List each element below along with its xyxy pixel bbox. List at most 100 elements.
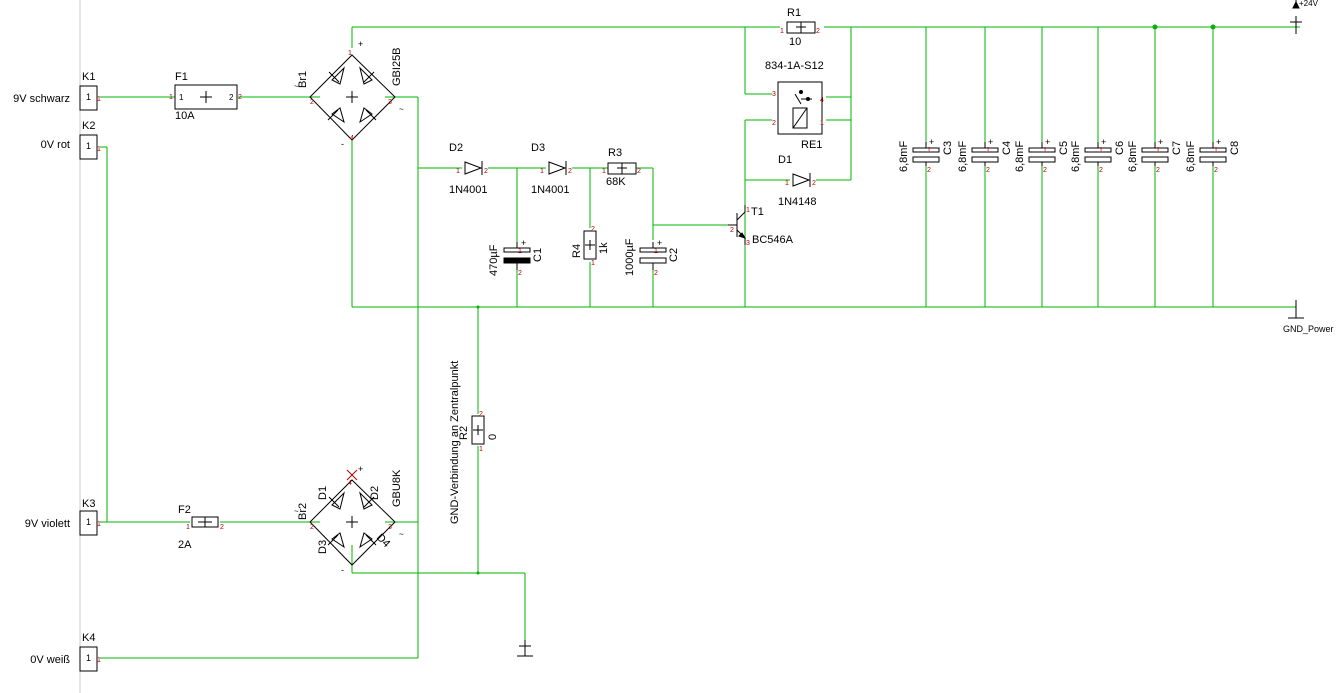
br1-tilde-left: ~ — [294, 82, 299, 91]
br1-minus: - — [341, 139, 344, 149]
r4-ref: R4 — [571, 244, 583, 258]
re1-ref: RE1 — [801, 139, 822, 151]
svg-text:+: + — [1101, 137, 1106, 147]
k4-ref: K4 — [82, 632, 95, 644]
c4-value: 6,8mF — [957, 141, 969, 172]
gnd-note: GND-Verbindung an Zentralpunkt — [449, 361, 461, 524]
c3-ref: C3 — [942, 141, 954, 155]
svg-text:1: 1 — [456, 168, 460, 175]
resistor-r3: 1 2 R3 68K — [602, 147, 641, 188]
relay-re1: 3 4 2 1 834-1A-S12 RE1 — [765, 60, 824, 151]
c7-ref: C7 — [1171, 141, 1183, 155]
svg-text:1: 1 — [780, 28, 784, 35]
br2-d4: D4 — [374, 532, 392, 550]
svg-text:2: 2 — [986, 167, 990, 174]
svg-text:2: 2 — [1214, 167, 1218, 174]
c2-value: 1000µF — [624, 238, 636, 276]
svg-text:1: 1 — [785, 180, 789, 187]
c2-plus: + — [657, 238, 662, 248]
wires — [100, 26, 1300, 659]
svg-text:1: 1 — [746, 207, 750, 214]
d1-value: 1N4148 — [778, 196, 817, 208]
f2-value: 2A — [178, 539, 192, 551]
svg-text:1: 1 — [179, 93, 184, 102]
capacitor-c7: + 12 6,8mF C7 — [1127, 137, 1183, 174]
supply-label: +24V — [1299, 0, 1319, 8]
capacitor-c3: + 12 6,8mF C3 — [898, 137, 954, 174]
svg-text:3: 3 — [772, 91, 776, 98]
junctions — [476, 24, 1216, 575]
diode-d2: 1 2 D2 1N4001 — [449, 142, 488, 196]
k3-ref: K3 — [82, 498, 95, 510]
c2-ref: C2 — [668, 248, 680, 262]
f1-value: 10A — [175, 110, 195, 122]
c4-ref: C4 — [1001, 141, 1013, 155]
svg-text:1: 1 — [86, 92, 91, 102]
svg-text:2: 2 — [238, 94, 242, 101]
svg-text:2: 2 — [220, 524, 224, 531]
ground-label: GND_Power — [1283, 324, 1334, 334]
c8-ref: C8 — [1229, 141, 1241, 155]
svg-text:2: 2 — [730, 227, 734, 234]
svg-text:2: 2 — [229, 93, 234, 102]
f1-ref: F1 — [175, 71, 188, 83]
c8-value: 6,8mF — [1185, 141, 1197, 172]
c5-value: 6,8mF — [1014, 141, 1026, 172]
br2-plus: + — [358, 464, 363, 474]
resistor-r4: 2 1 R4 1k — [571, 226, 610, 267]
svg-text:1: 1 — [97, 521, 101, 528]
br1-part: GBI25B — [391, 47, 403, 86]
bridge-br1: 1 2 3 4 + - ~ ~ Br1 GBI25B — [294, 39, 404, 149]
svg-text:2: 2 — [310, 524, 314, 531]
svg-text:2: 2 — [1099, 167, 1103, 174]
svg-text:2: 2 — [591, 226, 595, 233]
br2-part: GBU8K — [391, 469, 403, 507]
connector-k1: K1 9V schwarz 1 1 — [13, 71, 101, 111]
svg-text:1: 1 — [540, 168, 544, 175]
capacitor-c4: + 12 6,8mF C4 — [957, 137, 1013, 174]
d2-ref: D2 — [449, 142, 463, 154]
capacitor-c5: + 12 6,8mF C5 — [1014, 137, 1070, 174]
r1-value: 10 — [789, 36, 801, 48]
svg-text:2: 2 — [772, 120, 776, 127]
svg-text:1: 1 — [97, 146, 101, 153]
svg-text:1: 1 — [86, 141, 91, 151]
d3-ref: D3 — [531, 142, 545, 154]
ground-power: GND_Power — [1283, 300, 1334, 334]
ground-symbol-bottom — [517, 640, 533, 657]
svg-text:4: 4 — [348, 480, 352, 487]
svg-text:1: 1 — [654, 248, 658, 255]
br1-ref: Br1 — [297, 71, 309, 88]
diode-d3: 1 2 D3 1N4001 — [531, 142, 572, 196]
resistor-r1: 1 2 R1 10 — [780, 7, 820, 48]
svg-text:2: 2 — [518, 270, 522, 277]
svg-text:2: 2 — [927, 167, 931, 174]
svg-text:2: 2 — [816, 28, 820, 35]
svg-text:+: + — [1216, 137, 1221, 147]
bridge-br2: 4 2 3 - + ~ ~ Br2 GBU8K D1 D2 D3 D4 — [294, 464, 404, 575]
connector-k3: K3 9V violett 1 1 — [25, 498, 101, 536]
c1-plus: + — [521, 238, 526, 248]
supply-24v: +24V — [1290, 0, 1319, 34]
svg-text:1: 1 — [479, 446, 483, 453]
c6-value: 6,8mF — [1070, 141, 1082, 172]
f2-ref: F2 — [178, 504, 191, 516]
capacitor-c6: + 12 6,8mF C6 — [1070, 137, 1126, 174]
svg-text:2: 2 — [1043, 167, 1047, 174]
svg-text:1: 1 — [97, 96, 101, 103]
r2-value: 0 — [487, 434, 499, 440]
fuse-f2: 1 2 F2 2A — [178, 504, 224, 551]
c1-ref: C1 — [532, 248, 544, 262]
r4-value: 1k — [598, 242, 610, 254]
br2-d1: D1 — [317, 486, 329, 500]
capacitor-c8: + 1 2 6,8mF C8 — [1185, 137, 1241, 174]
br2-d3: D3 — [317, 540, 329, 554]
svg-text:1: 1 — [927, 147, 931, 154]
svg-text:1: 1 — [602, 168, 606, 175]
svg-text:1: 1 — [1214, 147, 1218, 154]
svg-text:4: 4 — [350, 135, 354, 142]
svg-text:+: + — [1158, 137, 1163, 147]
svg-text:1: 1 — [169, 94, 173, 101]
svg-text:3: 3 — [388, 524, 392, 531]
